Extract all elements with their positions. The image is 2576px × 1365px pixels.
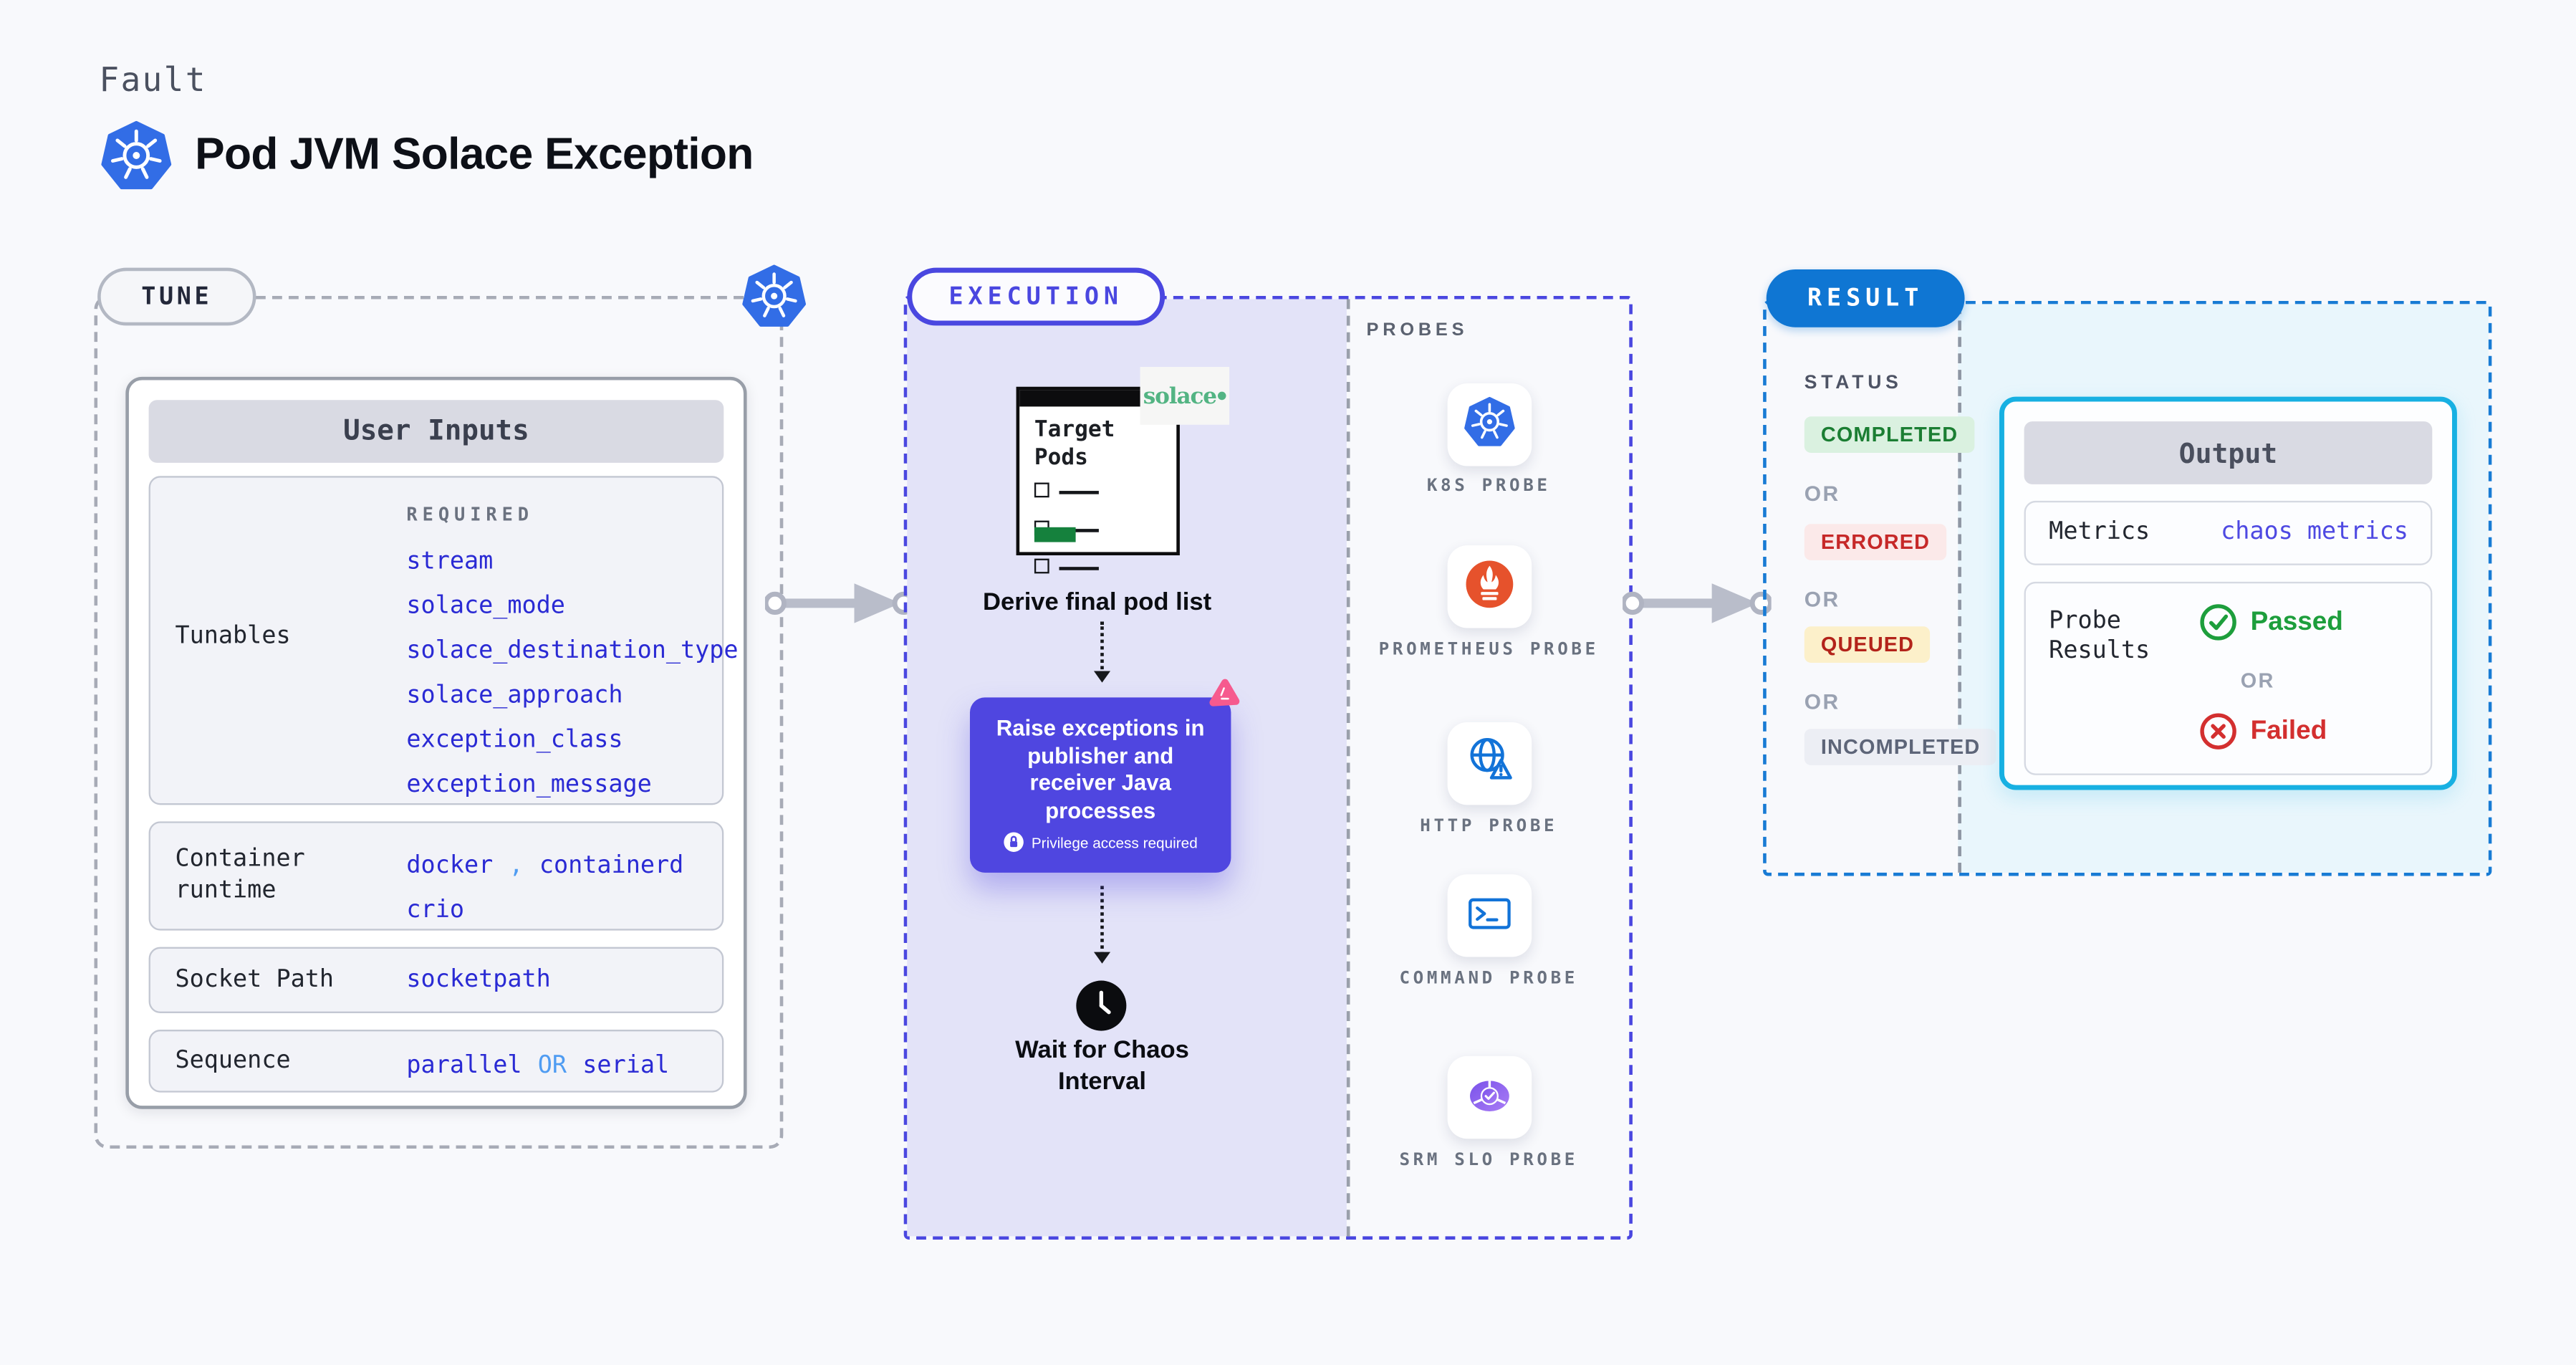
- runtime-value: containerd: [539, 853, 684, 880]
- sequence-label: Sequence: [175, 1048, 291, 1075]
- probe-card-command: [1447, 874, 1532, 957]
- flow-arrow: [765, 580, 914, 633]
- user-inputs-title: User Inputs: [148, 400, 724, 463]
- solace-dot-icon: [1218, 391, 1226, 401]
- or-label: OR: [1804, 586, 1840, 612]
- metrics-label: Metrics: [2049, 519, 2150, 546]
- chaos-action-box: Raise exceptions in publisher and receiv…: [969, 697, 1231, 873]
- clock-icon: [1074, 979, 1128, 1040]
- output-card: Output Metrics chaos metrics Probe Resul…: [1999, 396, 2457, 790]
- result-divider: [1958, 304, 1961, 873]
- passed-check-icon: [2198, 602, 2239, 643]
- probe-results-label: Probe Results: [2049, 608, 2150, 665]
- tune-pill: TUNE: [97, 267, 256, 326]
- container-runtime-label: Container runtime: [175, 846, 305, 904]
- status-badge-errored: ERRORED: [1804, 524, 1947, 560]
- kubernetes-icon: [742, 264, 807, 335]
- terminal-icon: [1464, 886, 1516, 944]
- probes-heading: PROBES: [1366, 320, 1469, 341]
- probe-card-prometheus: [1447, 545, 1532, 628]
- arrowhead-icon: [1093, 671, 1111, 683]
- failed-x-icon: [2198, 711, 2239, 752]
- http-globe-warning-icon: [1463, 734, 1516, 793]
- probes-divider: [1346, 299, 1350, 1237]
- status-badge-queued: QUEUED: [1804, 626, 1931, 663]
- kubernetes-icon: [1464, 396, 1516, 454]
- probe-label: PROMETHEUS PROBE: [1378, 639, 1599, 660]
- solace-logo: solace: [1140, 367, 1230, 425]
- tunable-value: solace_destination_type: [406, 638, 739, 665]
- output-title: Output: [2024, 421, 2433, 484]
- status-badge-completed: COMPLETED: [1804, 416, 1975, 454]
- or-label: OR: [1804, 481, 1840, 506]
- metrics-row: Metrics chaos metrics: [2024, 500, 2433, 565]
- sequence-or: OR: [537, 1053, 567, 1080]
- probe-card-http: [1447, 722, 1532, 805]
- action-text: Raise exceptions in publisher and receiv…: [996, 715, 1205, 823]
- window-titlebar: [1019, 390, 1177, 407]
- container-runtime-row: Container runtime docker , containerd cr…: [148, 821, 724, 931]
- pod-checklist: [1034, 473, 1099, 580]
- probe-card-k8s: [1447, 383, 1532, 466]
- tunable-value: stream: [406, 548, 494, 575]
- tunables-label: Tunables: [175, 623, 291, 650]
- arrowhead-icon: [1093, 952, 1111, 964]
- sequence-value: parallel: [406, 1053, 522, 1080]
- flow-dotted-line: [1100, 621, 1104, 675]
- or-label: OR: [2240, 669, 2275, 693]
- tunable-value: solace_mode: [406, 593, 565, 620]
- tunables-row: Tunables REQUIRED stream solace_mode sol…: [148, 476, 739, 805]
- privilege-note: Privilege access required: [1031, 833, 1198, 851]
- probe-label: HTTP PROBE: [1420, 816, 1558, 837]
- probe-card-srm-slo: [1447, 1055, 1532, 1139]
- probe-label: COMMAND PROBE: [1399, 968, 1579, 989]
- tunable-value: solace_approach: [406, 682, 623, 709]
- tunable-value: exception_class: [406, 727, 623, 754]
- execution-pill: EXECUTION: [907, 267, 1166, 326]
- socket-path-label: Socket Path: [175, 967, 335, 994]
- status-badge-incompleted: INCOMPLETED: [1804, 729, 1997, 765]
- target-pods-title: Target Pods: [1034, 416, 1115, 471]
- tunable-value: exception_message: [406, 772, 652, 799]
- flow-dotted-line: [1100, 886, 1104, 956]
- green-button: [1034, 527, 1076, 542]
- wait-chaos-interval-label: Wait for Chaos Interval: [1015, 1036, 1189, 1096]
- runtime-separator: ,: [509, 853, 524, 880]
- sequence-row: Sequence parallel OR serial: [148, 1030, 724, 1093]
- target-pods-window: Target Pods: [1016, 386, 1180, 574]
- probe-label: SRM SLO PROBE: [1399, 1150, 1579, 1171]
- status-heading: STATUS: [1804, 373, 1903, 393]
- socket-path-row: Socket Path socketpath: [148, 947, 724, 1013]
- passed-label: Passed: [2250, 607, 2343, 636]
- page-title: Pod JVM Solace Exception: [195, 128, 754, 179]
- flow-arrow: [1623, 580, 1772, 633]
- checkbox-icon: [1034, 482, 1049, 498]
- result-pill: RESULT: [1766, 269, 1965, 327]
- probe-label: K8S PROBE: [1426, 476, 1551, 496]
- kubernetes-icon: [101, 120, 172, 198]
- sequence-value: serial: [582, 1053, 670, 1080]
- fault-kicker: Fault: [99, 59, 207, 100]
- checkbox-icon: [1034, 558, 1049, 574]
- tune-panel: [94, 295, 784, 1149]
- runtime-value: docker: [406, 853, 494, 880]
- required-label: REQUIRED: [406, 504, 534, 526]
- lock-icon: [1004, 831, 1025, 853]
- user-inputs-card: User Inputs Tunables REQUIRED stream sol…: [125, 376, 747, 1109]
- runtime-value: crio: [406, 897, 464, 924]
- probe-results-row: Probe Results Passed OR: [2024, 581, 2433, 775]
- derive-pod-list-label: Derive final pod list: [982, 588, 1212, 617]
- prometheus-icon: [1464, 557, 1516, 616]
- socket-path-value: socketpath: [406, 967, 551, 994]
- metrics-value: chaos metrics: [2221, 519, 2408, 546]
- failed-label: Failed: [2250, 716, 2327, 745]
- or-label: OR: [1804, 689, 1840, 714]
- litmus-chaos-icon: [1202, 675, 1244, 722]
- slo-pie-check-icon: [1462, 1067, 1517, 1128]
